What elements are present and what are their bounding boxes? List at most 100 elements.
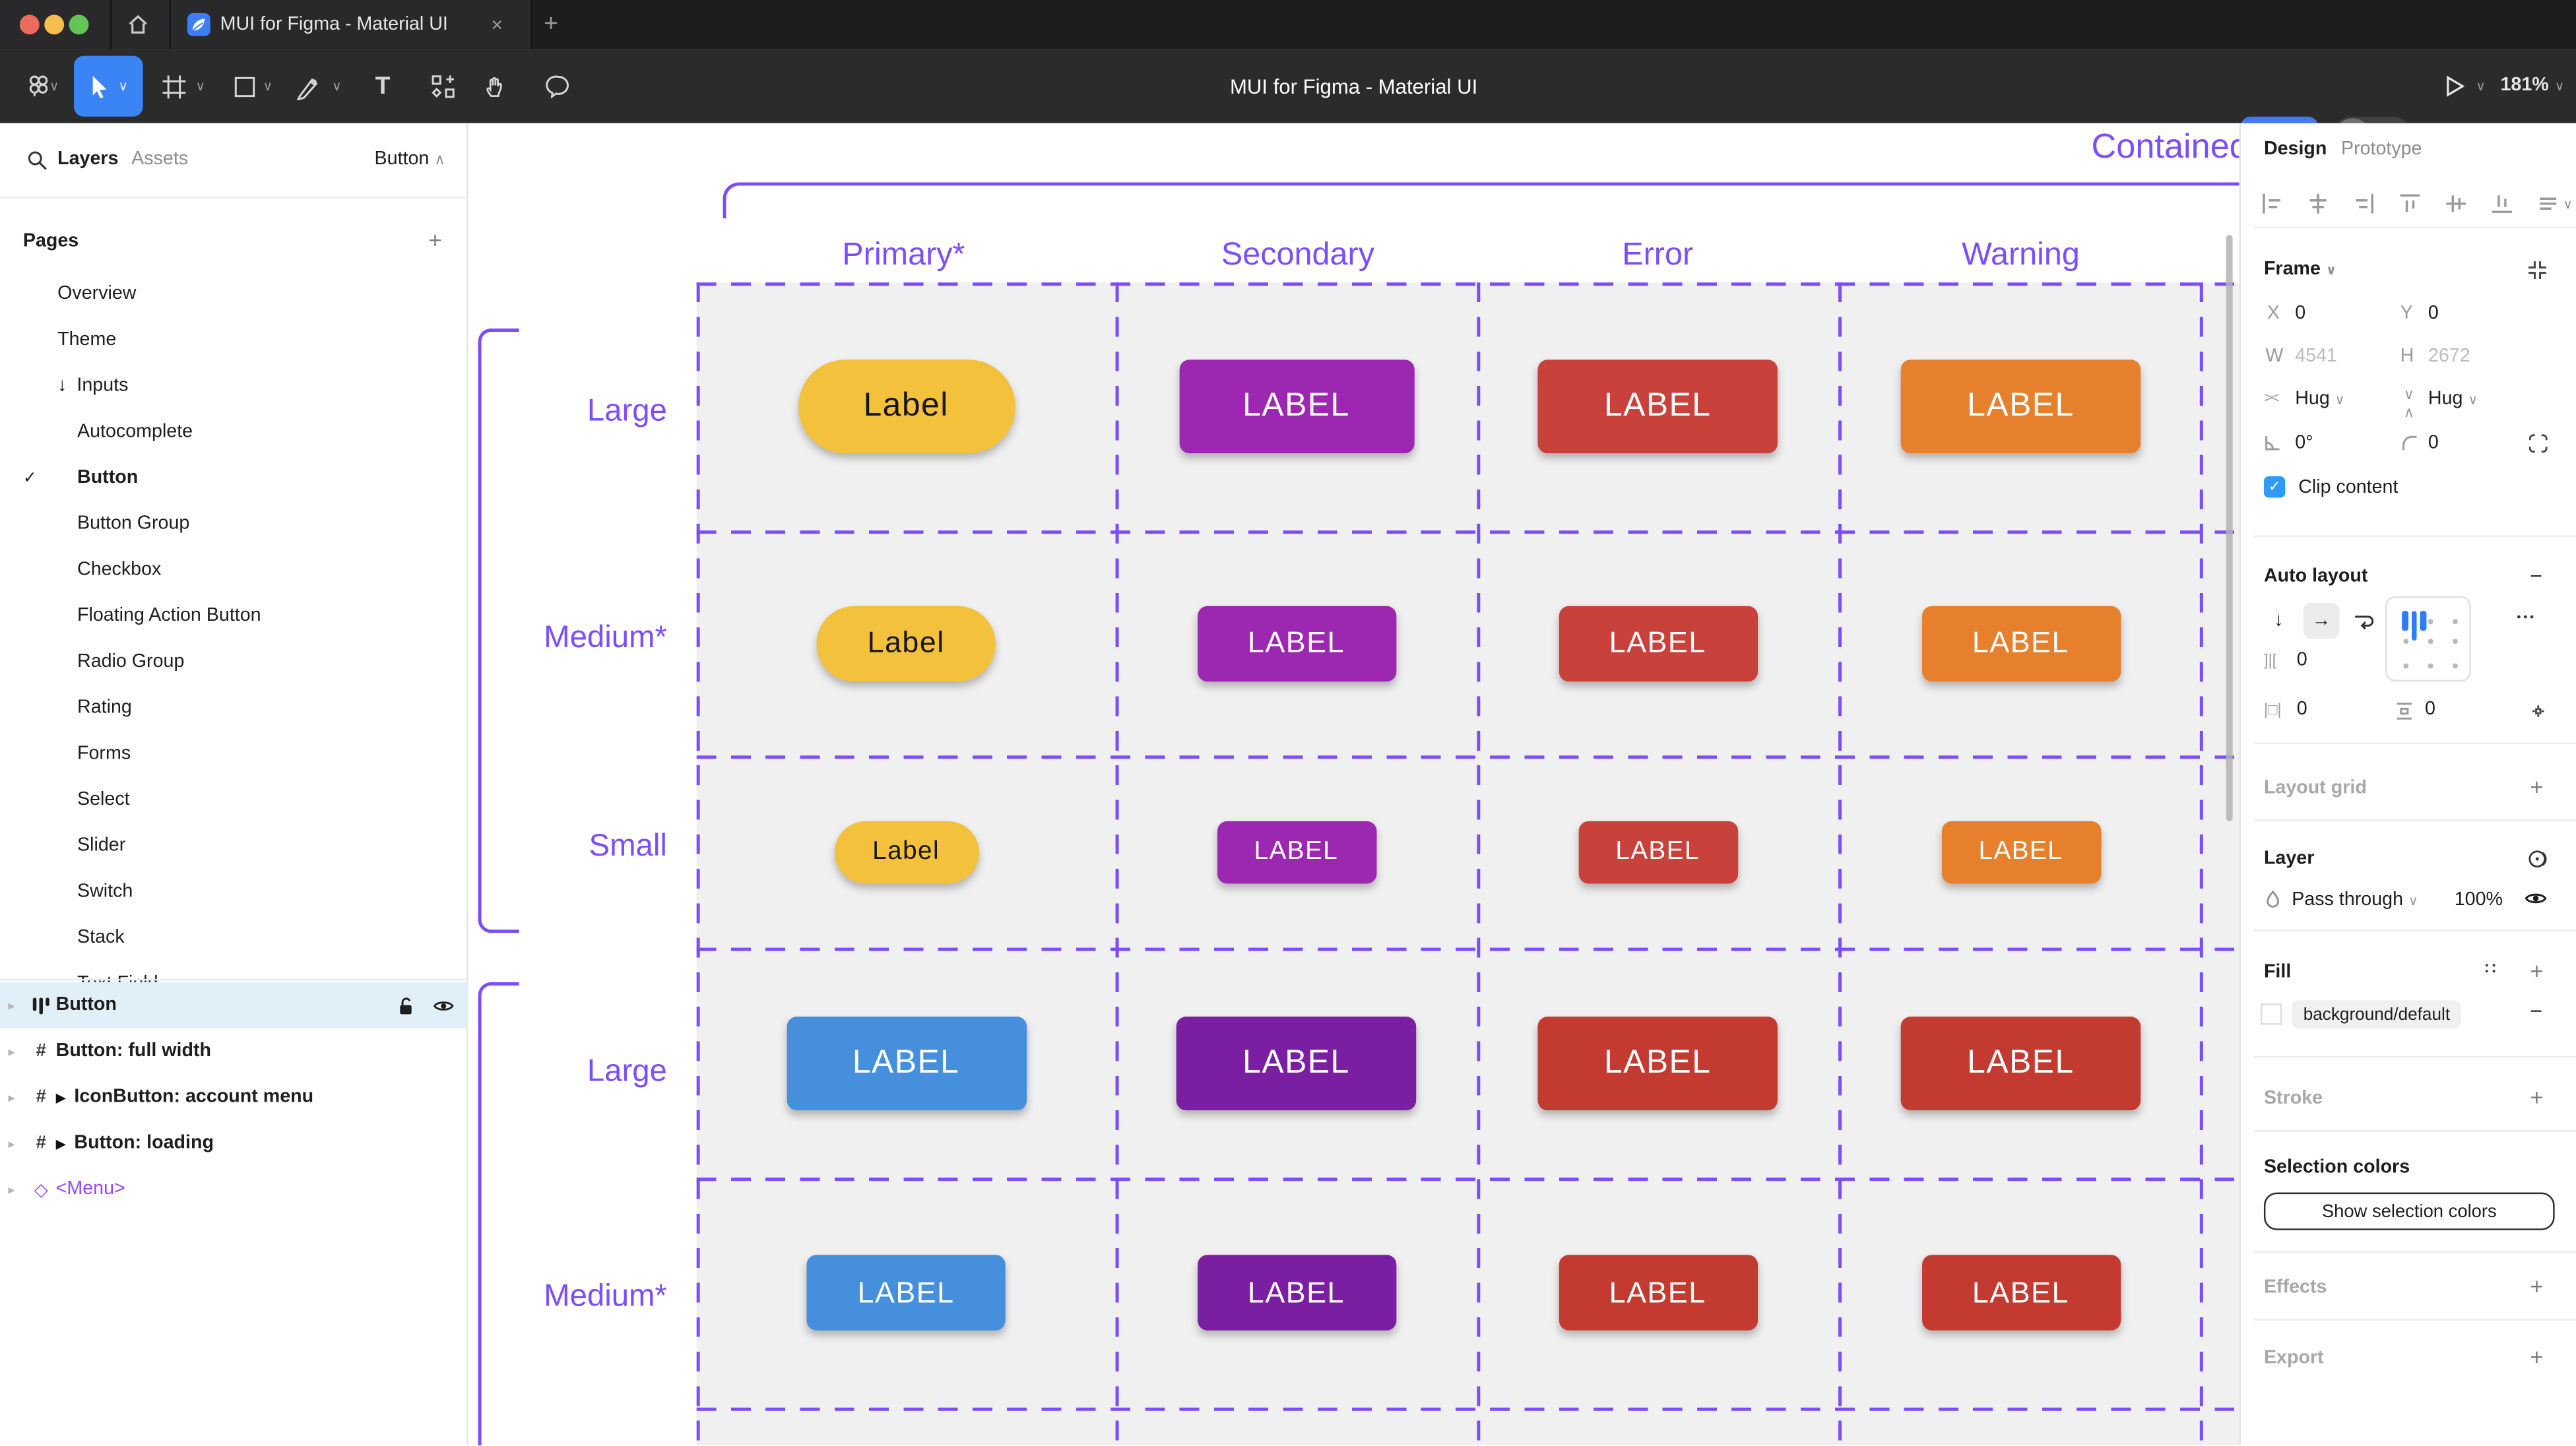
- canvas-button[interactable]: LABEL: [1216, 820, 1376, 883]
- page-item[interactable]: Forms: [77, 743, 131, 764]
- canvas-button[interactable]: Label: [833, 820, 979, 883]
- frame-section-header[interactable]: Frame ∨: [2263, 259, 2337, 280]
- page-item[interactable]: Overview: [57, 284, 137, 304]
- page-item[interactable]: Select: [77, 790, 130, 810]
- fill-color-swatch[interactable]: [2260, 1003, 2282, 1025]
- canvas-button[interactable]: LABEL: [1558, 1255, 1757, 1331]
- remove-auto-layout-icon[interactable]: −: [2530, 563, 2543, 588]
- auto-layout-more-icon[interactable]: •••: [2517, 612, 2536, 625]
- page-item[interactable]: Floating Action Button: [77, 606, 261, 626]
- visibility-eye-icon[interactable]: [432, 996, 455, 1014]
- layer-visibility-eye-icon[interactable]: [2523, 889, 2548, 908]
- rotation-input[interactable]: 0°: [2295, 433, 2313, 454]
- add-export-icon[interactable]: +: [2530, 1343, 2544, 1370]
- row-label[interactable]: Medium*: [544, 1279, 667, 1314]
- add-page-icon[interactable]: +: [428, 226, 442, 253]
- present-icon[interactable]: [2441, 49, 2468, 123]
- direction-horizontal-icon[interactable]: →: [2303, 602, 2340, 639]
- row-label[interactable]: Small: [589, 829, 667, 864]
- move-tool-button[interactable]: ∨: [74, 55, 143, 117]
- show-selection-colors-button[interactable]: Show selection colors: [2263, 1192, 2555, 1230]
- layer-row[interactable]: ▸ # Button: full width: [8, 1041, 212, 1061]
- tab-layers[interactable]: Layers: [57, 149, 119, 170]
- frame-tool-chevron-icon[interactable]: ∨: [195, 79, 206, 94]
- x-input[interactable]: 0: [2295, 303, 2306, 324]
- page-item[interactable]: Switch: [77, 882, 133, 902]
- page-item-current[interactable]: ✓Button: [22, 468, 139, 488]
- row-label[interactable]: Large: [587, 1054, 667, 1089]
- hand-tool-icon[interactable]: [480, 49, 513, 123]
- new-tab-icon[interactable]: +: [544, 9, 558, 38]
- canvas-button[interactable]: LABEL: [1941, 820, 2101, 883]
- tab-design[interactable]: Design: [2263, 139, 2327, 160]
- align-right-icon[interactable]: [2352, 192, 2375, 215]
- canvas-button[interactable]: LABEL: [1196, 1255, 1396, 1331]
- layer-row[interactable]: ▸ # ▶ Button: loading: [8, 1133, 214, 1153]
- tab-assets[interactable]: Assets: [131, 149, 189, 170]
- align-top-icon[interactable]: [2399, 192, 2422, 215]
- gap-input[interactable]: 0: [2296, 650, 2307, 670]
- collapse-panel-icon[interactable]: [2527, 259, 2548, 280]
- align-left-icon[interactable]: [2261, 192, 2284, 215]
- tab-prototype[interactable]: Prototype: [2340, 139, 2422, 160]
- w-input[interactable]: 4541: [2295, 346, 2337, 367]
- shape-tool-icon[interactable]: [228, 49, 261, 123]
- individual-padding-icon[interactable]: [2528, 701, 2548, 721]
- pen-tool-chevron-icon[interactable]: ∨: [332, 79, 342, 94]
- canvas-button[interactable]: LABEL: [1196, 605, 1396, 681]
- align-v-center-icon[interactable]: [2445, 192, 2468, 215]
- fill-row[interactable]: background/default: [2260, 1000, 2462, 1028]
- zoom-level[interactable]: 181%: [2500, 75, 2549, 96]
- padding-vertical-input[interactable]: 0: [2424, 699, 2435, 720]
- present-chevron-icon[interactable]: ∨: [2476, 79, 2486, 94]
- add-layout-grid-icon[interactable]: +: [2530, 773, 2544, 800]
- alignment-grid-widget[interactable]: [2385, 596, 2471, 682]
- home-icon[interactable]: [127, 13, 150, 36]
- figma-menu-icon[interactable]: [16, 49, 59, 123]
- shape-tool-chevron-icon[interactable]: ∨: [263, 79, 273, 94]
- page-item[interactable]: ↓Inputs: [57, 376, 129, 396]
- canvas-button[interactable]: Label: [797, 360, 1015, 454]
- unlock-icon[interactable]: [398, 995, 416, 1016]
- column-header[interactable]: Warning: [1961, 236, 2080, 273]
- text-tool-icon[interactable]: T: [375, 72, 391, 100]
- page-item[interactable]: Stack: [77, 927, 125, 948]
- canvas-button[interactable]: LABEL: [1578, 820, 1737, 883]
- direction-vertical-icon[interactable]: ↓: [2274, 611, 2284, 631]
- column-header[interactable]: Primary*: [842, 236, 965, 273]
- clip-content-row[interactable]: ✓ Clip content: [2263, 476, 2398, 498]
- blend-mode-select[interactable]: Pass through ∨: [2292, 890, 2418, 910]
- column-header[interactable]: Error: [1622, 236, 1694, 273]
- page-selector[interactable]: Button ∧: [374, 149, 445, 170]
- canvas-button[interactable]: LABEL: [1900, 360, 2141, 454]
- canvas[interactable]: Contained Primary* Secondary Error Warni…: [468, 123, 2239, 1446]
- row-label[interactable]: Medium*: [544, 621, 667, 656]
- row-label[interactable]: Large: [587, 394, 667, 429]
- canvas-scrollbar[interactable]: [2226, 235, 2233, 821]
- canvas-button[interactable]: LABEL: [806, 1255, 1006, 1331]
- canvas-frame-title[interactable]: Contained: [2091, 128, 2239, 166]
- add-stroke-icon[interactable]: +: [2530, 1084, 2544, 1111]
- independent-corners-icon[interactable]: [2528, 433, 2548, 453]
- page-item[interactable]: Radio Group: [77, 652, 185, 672]
- search-icon[interactable]: [26, 150, 48, 171]
- pen-tool-icon[interactable]: [292, 49, 325, 123]
- fill-styles-icon[interactable]: ::: [2484, 959, 2499, 978]
- h-input[interactable]: 2672: [2428, 346, 2470, 367]
- hug-vertical-select[interactable]: Hug ∨: [2428, 389, 2478, 409]
- add-fill-icon[interactable]: +: [2530, 957, 2544, 984]
- file-tab-title[interactable]: MUI for Figma - Material UI: [220, 15, 448, 35]
- page-item[interactable]: Slider: [77, 836, 126, 856]
- corner-radius-input[interactable]: 0: [2428, 433, 2439, 454]
- tab-close-icon[interactable]: ×: [491, 13, 503, 36]
- blend-mode-icon[interactable]: [2527, 848, 2550, 871]
- comment-tool-icon[interactable]: [542, 49, 575, 123]
- column-header[interactable]: Secondary: [1221, 236, 1374, 273]
- traffic-minimize-button[interactable]: [44, 15, 65, 35]
- opacity-input[interactable]: 100%: [2454, 890, 2503, 910]
- page-item[interactable]: Theme: [57, 330, 117, 350]
- traffic-close-button[interactable]: [19, 15, 40, 35]
- traffic-zoom-button[interactable]: [69, 15, 89, 35]
- resources-tool-icon[interactable]: [427, 49, 460, 123]
- padding-horizontal-input[interactable]: 0: [2296, 699, 2307, 720]
